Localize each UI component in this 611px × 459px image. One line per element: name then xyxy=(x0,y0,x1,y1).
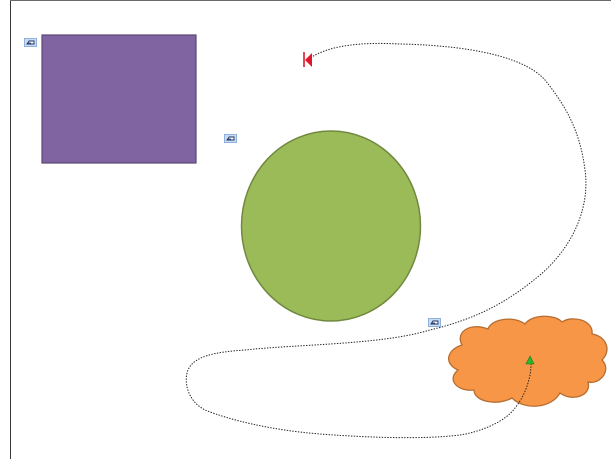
green-circle-shape[interactable] xyxy=(240,130,422,322)
slide-top-border xyxy=(10,0,611,1)
purple-rectangle-shape[interactable] xyxy=(41,34,197,164)
slide-left-border xyxy=(10,0,11,459)
animation-effect-icon[interactable] xyxy=(428,318,441,327)
motion-path-start-icon[interactable] xyxy=(525,355,535,365)
motion-path-end-icon[interactable] xyxy=(303,52,312,67)
motion-path[interactable] xyxy=(185,42,587,439)
animation-effect-icon[interactable] xyxy=(224,134,237,143)
animation-effect-icon[interactable] xyxy=(24,38,37,47)
